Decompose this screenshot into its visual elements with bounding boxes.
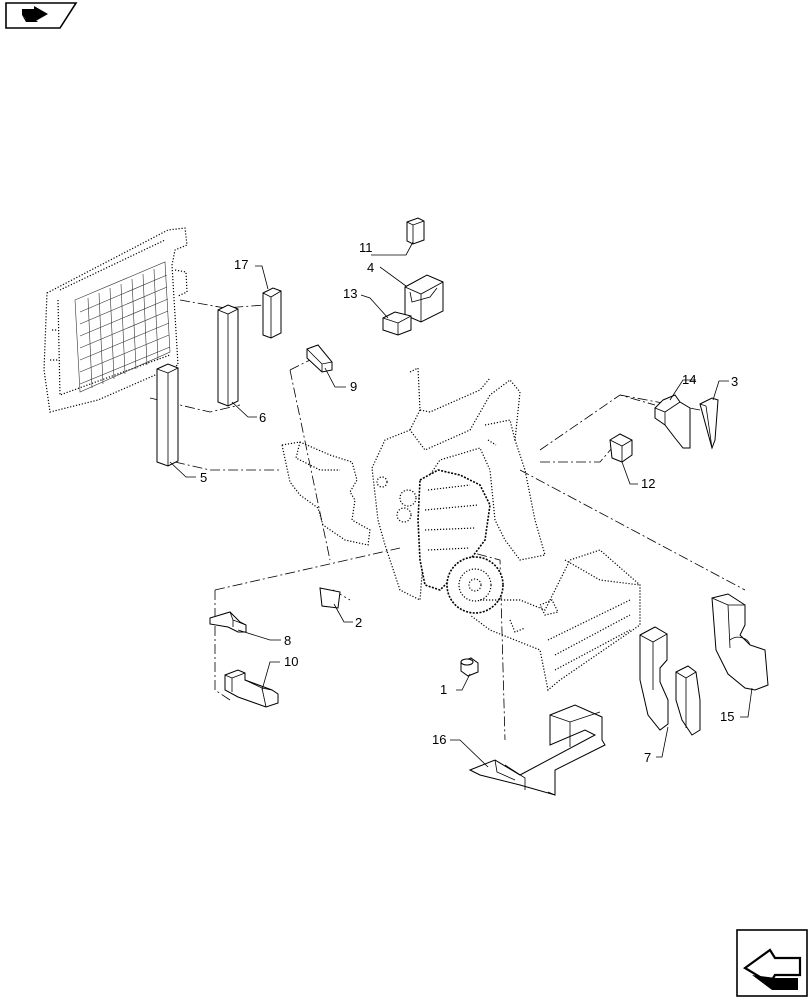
- side-panel-seal-15: [711, 593, 769, 691]
- callout-13: 13: [343, 286, 357, 301]
- callout-4: 4: [367, 260, 374, 275]
- callout-12: 12: [641, 476, 655, 491]
- callout-17: 17: [234, 257, 248, 272]
- l-foam-block-10: [224, 669, 279, 708]
- foam-bar-17: [262, 287, 282, 339]
- side-insulation-7: [639, 626, 701, 736]
- plug-1: [460, 657, 479, 677]
- foam-bar-6: [217, 304, 239, 407]
- callout-labels: 11 4 13 17 9 14 3 6 12 5 2 8 10 1 16 7 1…: [200, 240, 738, 765]
- callout-14: 14: [682, 372, 696, 387]
- u-frame-seal-16: [468, 704, 606, 796]
- callout-5: 5: [200, 470, 207, 485]
- channel-block-4: [404, 274, 444, 323]
- radiator-grille: [43, 227, 188, 413]
- callout-8: 8: [284, 633, 291, 648]
- callout-6: 6: [259, 410, 266, 425]
- callout-10: 10: [284, 654, 298, 669]
- step-block-13: [382, 311, 412, 336]
- foam-strip-3: [699, 397, 719, 450]
- main-chassis: [371, 367, 641, 692]
- callout-7: 7: [644, 750, 651, 765]
- block-11: [406, 217, 425, 245]
- callout-3: 3: [731, 374, 738, 389]
- next-page-arrow-icon[interactable]: [736, 929, 808, 997]
- seal-block-14: [654, 394, 691, 449]
- callout-1: 1: [440, 682, 447, 697]
- pad-2: [319, 587, 341, 609]
- corner-block-12: [609, 433, 633, 463]
- wedge-block-9: [306, 344, 333, 373]
- callout-2: 2: [355, 615, 362, 630]
- callout-16: 16: [432, 732, 446, 747]
- foam-bar-5: [156, 363, 179, 467]
- callout-leaders: [169, 241, 753, 768]
- small-bracket-8: [209, 611, 247, 633]
- left-side-bracket: [281, 441, 371, 546]
- callout-9: 9: [350, 379, 357, 394]
- callout-15: 15: [720, 709, 734, 724]
- callout-11: 11: [359, 240, 373, 255]
- book-arrow-icon[interactable]: [5, 2, 78, 29]
